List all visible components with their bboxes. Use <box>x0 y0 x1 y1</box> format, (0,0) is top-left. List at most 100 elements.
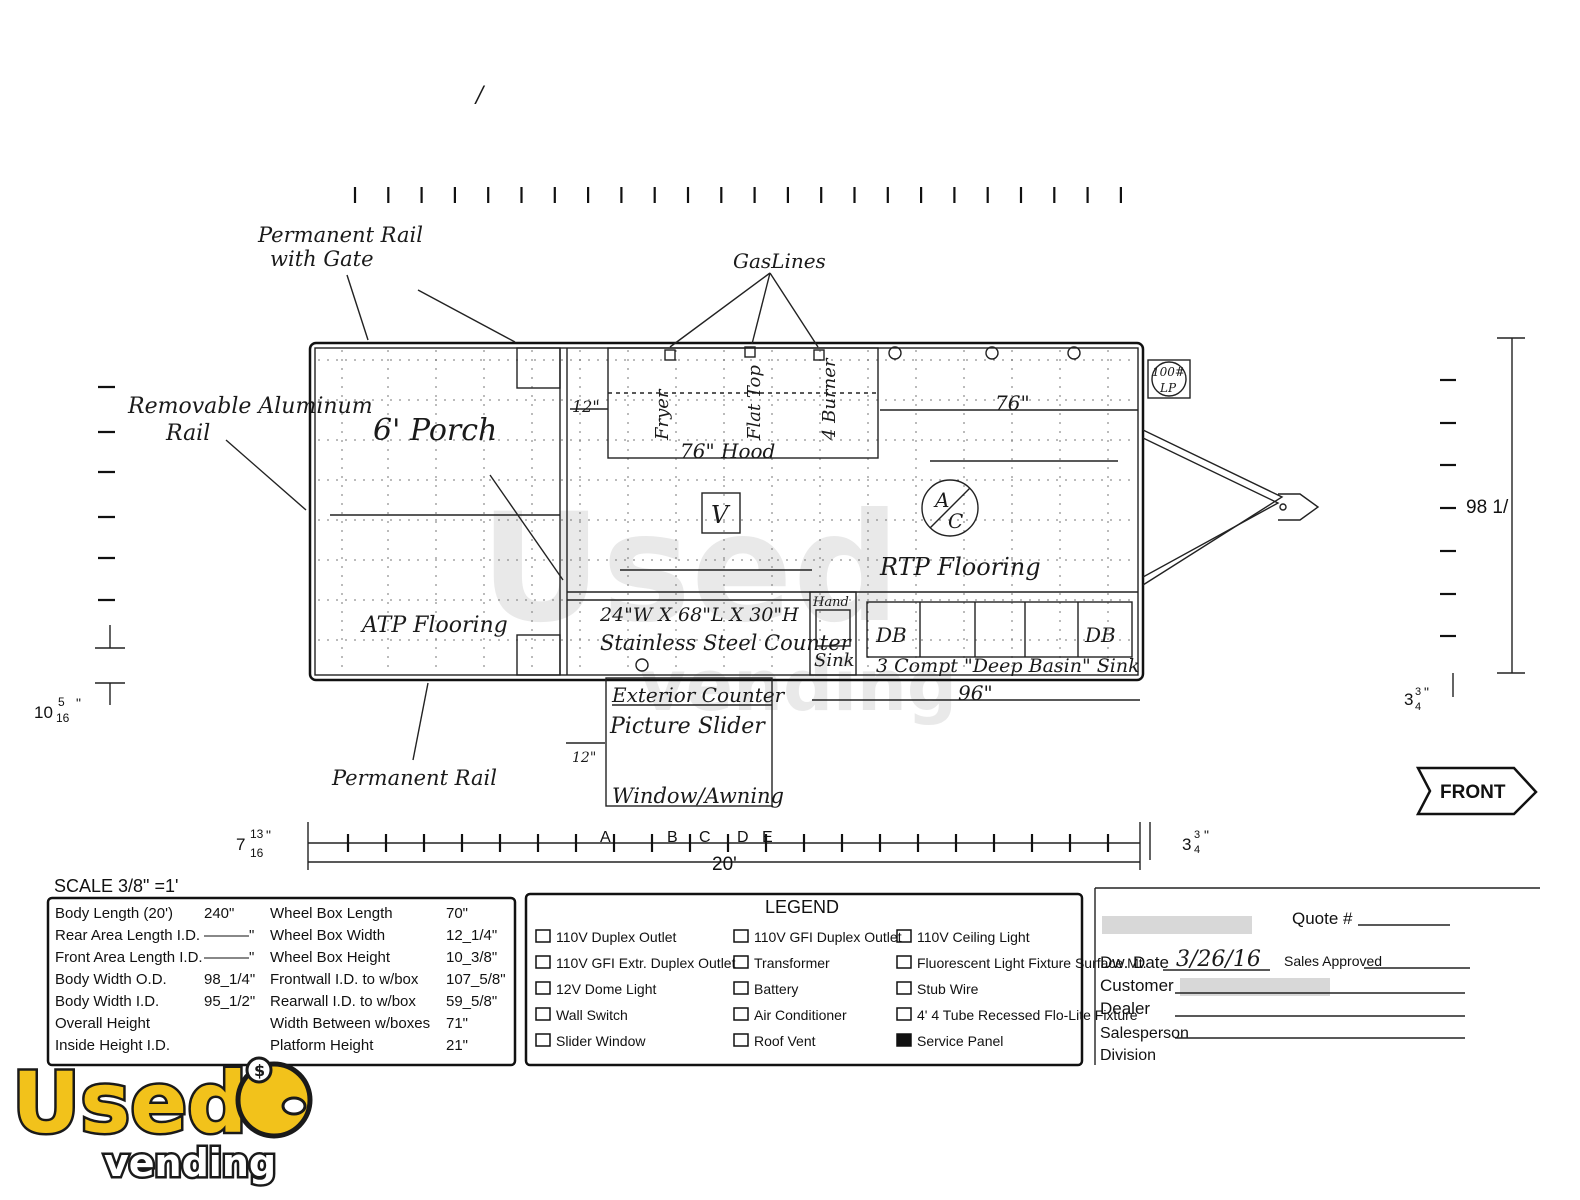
label-front: FRONT <box>1440 782 1506 803</box>
transformer-symbol <box>733 955 749 969</box>
spec-left-label: Body Width O.D. <box>55 971 167 988</box>
spec-right-value: 21" <box>446 1037 468 1054</box>
legend-item-label: 110V Duplex Outlet <box>556 929 676 945</box>
label-counter: Stainless Steel Counter <box>600 631 853 655</box>
label-hand: Hand <box>812 595 849 610</box>
marker-label: E <box>762 829 773 846</box>
label-slider: Slider <box>698 714 766 739</box>
porch-cabinet-bottom <box>516 634 561 676</box>
leader-rail-gate <box>346 274 369 341</box>
lp-tank <box>1147 359 1191 399</box>
label-ac-a: A <box>933 488 949 512</box>
air-conditioner-symbol <box>921 479 979 537</box>
top-scale-ticks <box>353 187 1123 203</box>
spec-right-value: 12_1/4" <box>446 927 497 944</box>
label-dim-3-right-num: 3 <box>1415 686 1421 698</box>
info-block: Quote # Dw. Date 3/26/16 Sales Approved … <box>1094 887 1540 1065</box>
legend-item-label: 110V GFI Duplex Outlet <box>754 929 902 945</box>
legend-item-label: 4' 4 Tube Recessed Flo-Lite Fixture <box>917 1007 1138 1023</box>
leader-gate <box>417 289 516 343</box>
three-comp-sink <box>866 601 1133 658</box>
spec-right-label: Width Between w/boxes <box>270 1015 430 1032</box>
trailer-tongue <box>1142 429 1284 586</box>
spec-left-value: ———" <box>204 927 254 944</box>
spec-left-value: 240" <box>204 905 234 922</box>
annotation-lines <box>225 272 1140 761</box>
watermark-subtext: vending <box>640 645 957 727</box>
bottom-scale-ticks <box>346 834 1110 852</box>
leader-permanent-rail <box>412 682 429 761</box>
service-panel-symbol <box>896 1033 912 1047</box>
spec-left-label: Body Length (20') <box>55 905 173 922</box>
customer-label: Customer <box>1100 976 1174 995</box>
stray-mark: / <box>474 83 486 108</box>
label-dim-10-den: 16 <box>56 711 70 725</box>
spec-right-label: Wheel Box Height <box>270 949 391 966</box>
hitch-coupler <box>1278 493 1320 521</box>
label-with-gate: with Gate <box>270 247 374 271</box>
width-dimension: 98 1/ 3 3 4 " <box>1404 337 1525 713</box>
front-arrow-shape <box>1415 766 1538 816</box>
slider-window-symbol <box>535 1033 551 1047</box>
legend-item-label: Air Conditioner <box>754 1007 847 1023</box>
hand-sink-basin <box>815 609 851 647</box>
label-permanent-rail-gate: Permanent Rail <box>257 223 423 247</box>
watermark-text: Used <box>480 482 900 656</box>
legend-item-label: Slider Window <box>556 1033 646 1049</box>
right-scale-ticks <box>1440 378 1456 638</box>
label-dim-3-bottom: 3 <box>1182 835 1191 854</box>
trailer-body <box>308 341 1320 807</box>
hood-area <box>607 347 879 459</box>
scale-label: SCALE 3/8" =1' <box>54 876 178 896</box>
spec-table: Body Length (20') 240"Rear Area Length I.… <box>46 896 517 1067</box>
trailer-tongue-inner <box>1142 437 1280 578</box>
exterior-counter-window <box>605 677 773 807</box>
quote-label: Quote # <box>1292 909 1353 928</box>
logo-subtext: vending <box>104 1141 276 1185</box>
dollar-sign: $ <box>254 1061 265 1080</box>
spec-right-value: 107_5/8" <box>446 971 506 988</box>
legend-item-label: Fluorescent Light Fixture Surface Mt. <box>917 955 1147 971</box>
label-atp-flooring: ATP Flooring <box>360 613 508 638</box>
label-dim-3-right-den: 4 <box>1415 701 1421 713</box>
outlet-4 <box>635 658 649 672</box>
left-scale-ticks <box>98 385 115 602</box>
roof-vent-symbol <box>701 492 741 534</box>
label-width-98: 98 1/ <box>1466 497 1509 518</box>
dw-date-label: Dw. Date <box>1100 953 1169 972</box>
air-conditioner-legend-symbol <box>733 1007 749 1021</box>
floor-grid <box>318 350 1135 673</box>
label-sink: Sink <box>814 650 855 671</box>
legend-item-label: Transformer <box>754 955 830 971</box>
legend-item-label: Roof Vent <box>754 1033 816 1049</box>
hand-sink <box>809 591 857 676</box>
label-dim-3-bottom-unit: " <box>1204 827 1209 843</box>
fluorescent-light-symbol <box>896 955 912 969</box>
leader-gas-3 <box>769 272 819 348</box>
legend-item-label: Wall Switch <box>556 1007 628 1023</box>
spec-right-value: 59_5/8" <box>446 993 497 1010</box>
spec-left-label: Overall Height <box>55 1015 151 1032</box>
label-dim-7: 7 <box>236 835 245 854</box>
label-exterior-counter: Exterior Counter <box>611 683 786 707</box>
label-dim-12-top: 12" <box>572 397 600 416</box>
label-dim-7-unit: " <box>266 827 271 843</box>
leader-gas-1 <box>669 272 771 348</box>
battery-symbol <box>733 981 749 995</box>
gfi-extr-outlet-symbol <box>535 955 551 969</box>
leader-removable-rail <box>225 439 307 511</box>
hitch-ball <box>1279 503 1287 511</box>
spec-left-label: Rear Area Length I.D. <box>55 927 200 944</box>
salesperson-label: Salesperson <box>1100 1025 1189 1042</box>
spec-right-label: Platform Height <box>270 1037 374 1054</box>
used-vending-logo: Used $ vending <box>10 1052 313 1188</box>
dw-date-value: 3/26/16 <box>1176 947 1261 972</box>
spec-right-label: Frontwall I.D. to w/box <box>270 971 419 988</box>
gas-outlet-2 <box>744 346 756 358</box>
label-removable-rail: Removable Aluminum <box>127 394 373 419</box>
spec-left-value: ———" <box>204 949 254 966</box>
legend-item-label: Service Panel <box>917 1033 1003 1049</box>
